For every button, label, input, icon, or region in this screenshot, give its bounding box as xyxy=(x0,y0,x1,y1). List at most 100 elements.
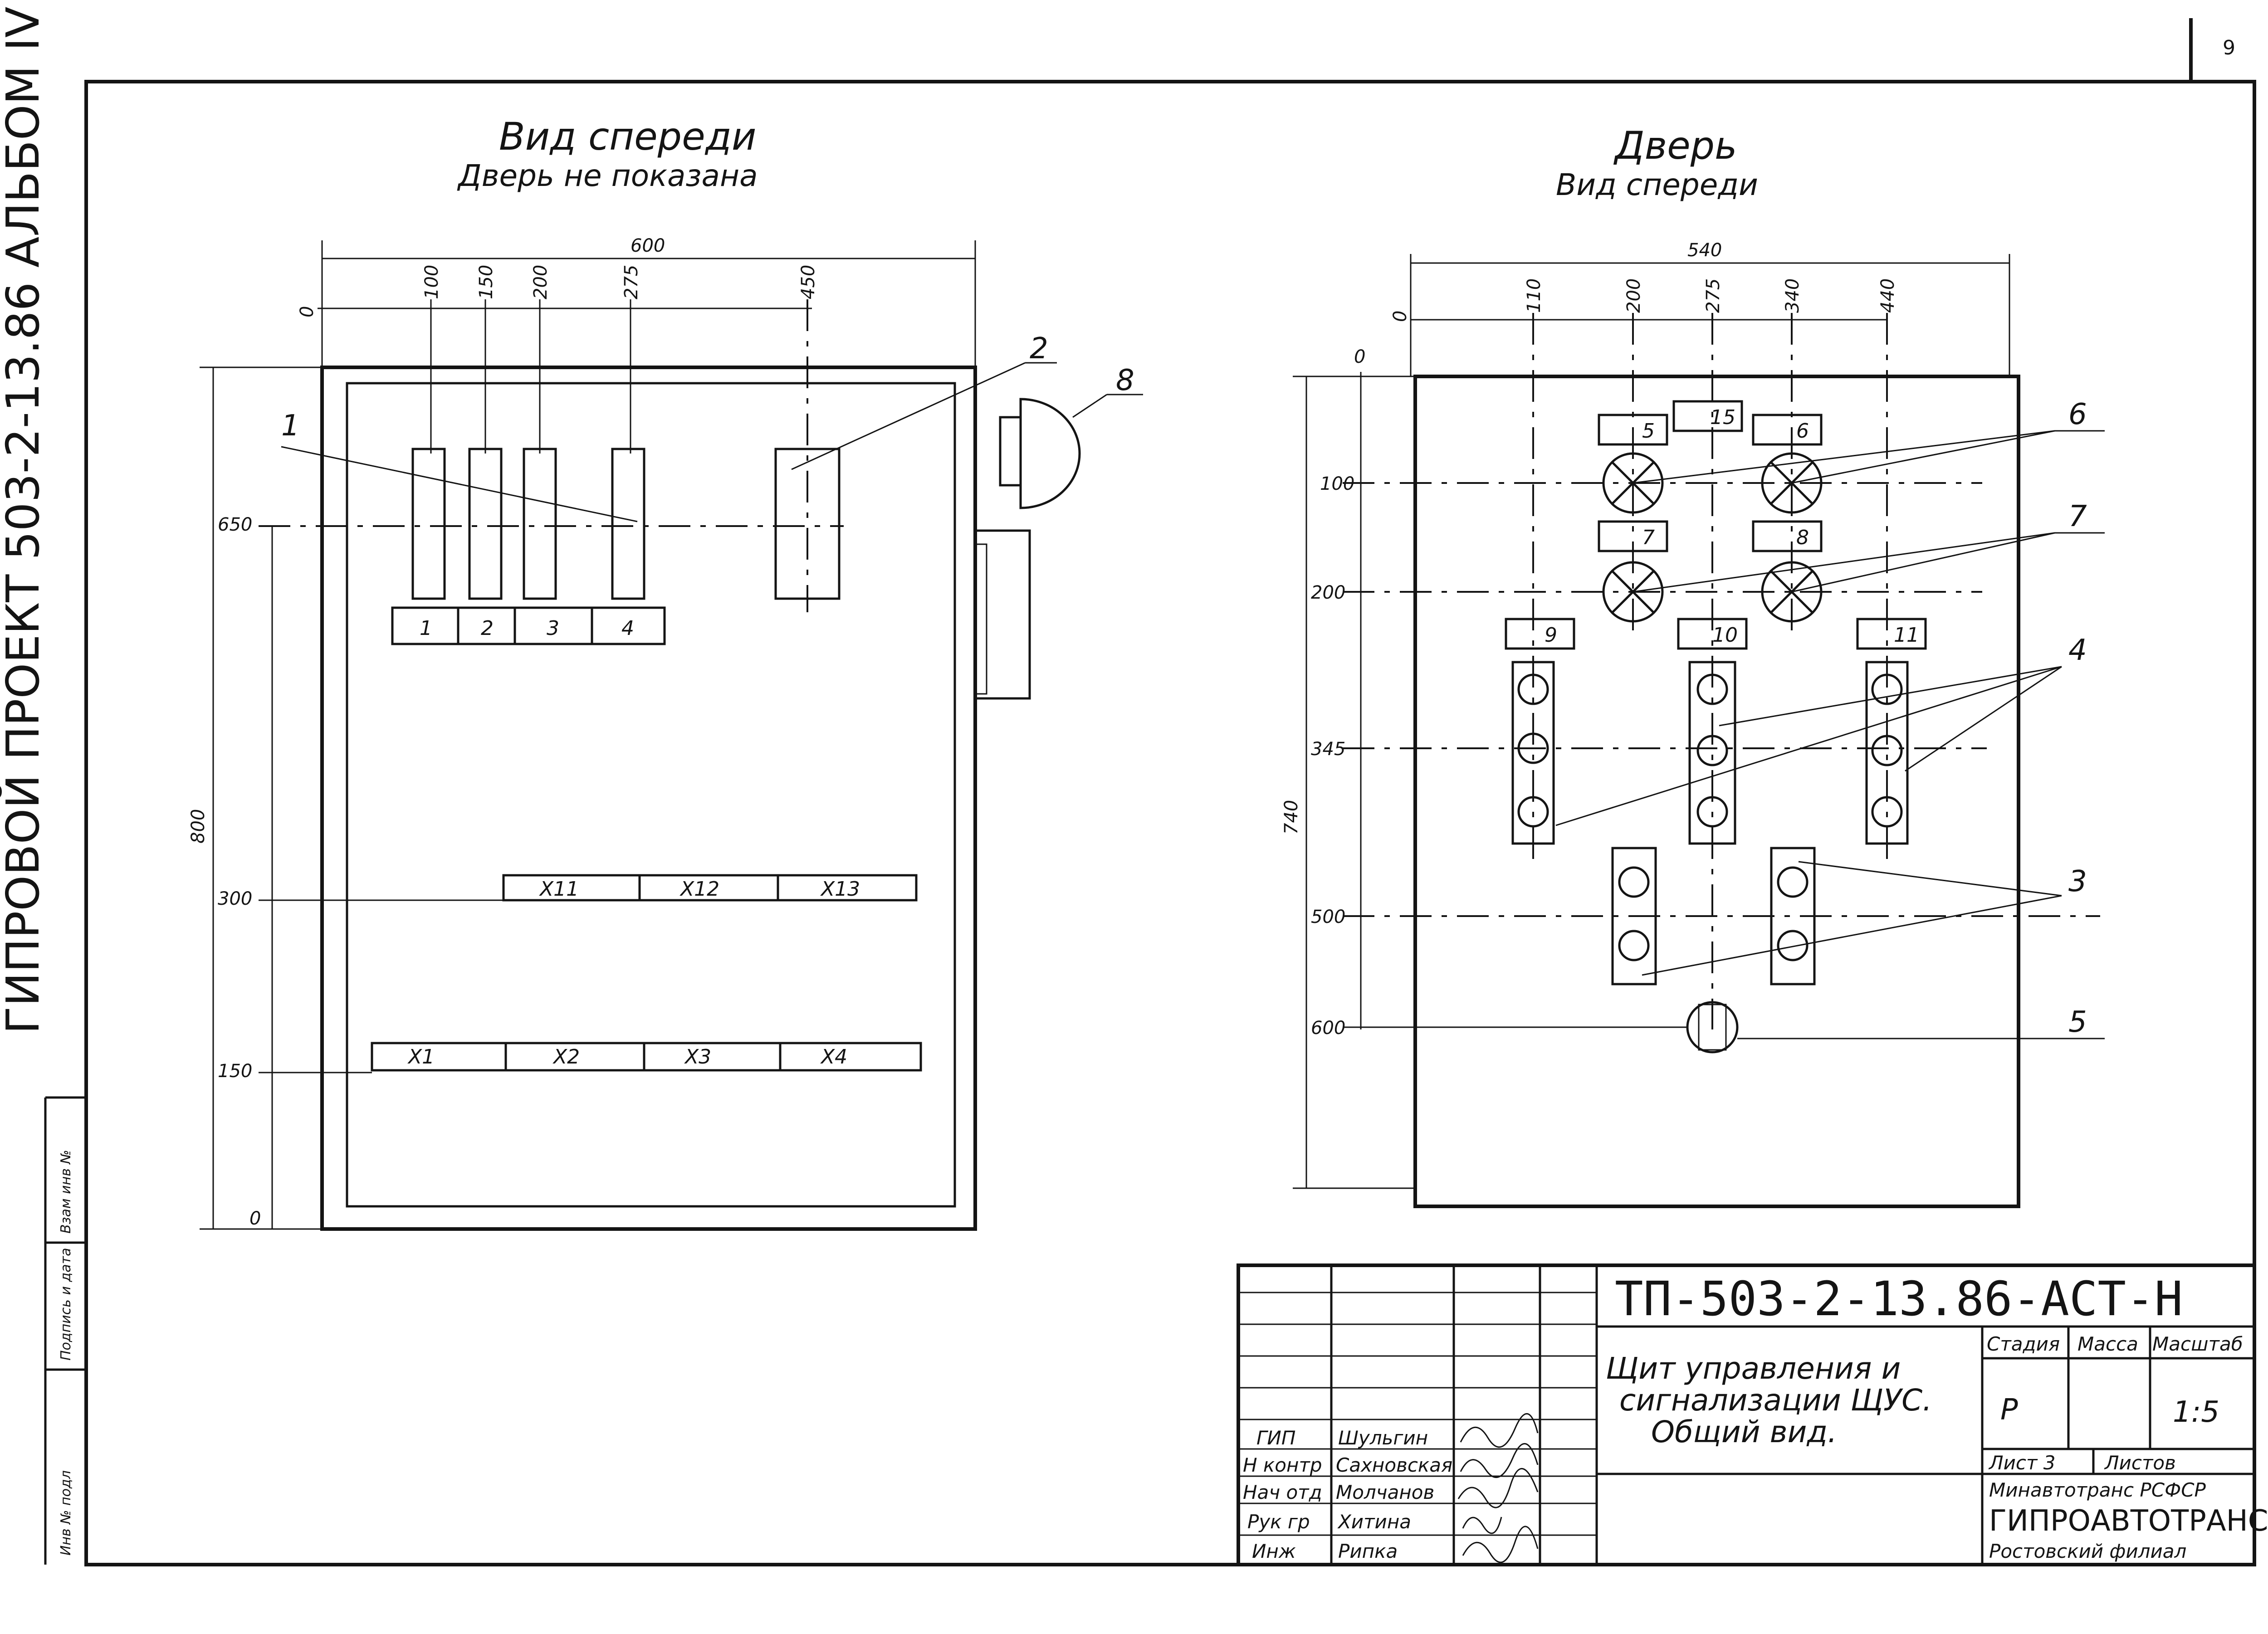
device-label-1: 1 xyxy=(420,617,432,640)
stage-value: Р xyxy=(2000,1393,2018,1427)
sheet-number: Лист 3 xyxy=(1988,1452,2056,1474)
door-tag-9 xyxy=(1505,618,1575,650)
door-button-station-2 xyxy=(1688,661,1736,845)
front-view: Вид спереди Дверь не показана 600 0 100 … xyxy=(188,114,1143,1231)
front-view-subtitle: Дверь не показана xyxy=(457,158,758,193)
front-dim-275: 275 xyxy=(621,265,642,299)
name-gip: Шульгин xyxy=(1338,1427,1428,1449)
door-tag-10 xyxy=(1677,618,1748,650)
title-block: ГИП Шульгин Н контр Сахновская Нач отд М… xyxy=(1237,1263,2268,1566)
door-tag-7 xyxy=(1598,520,1668,552)
door-dim-200: 200 xyxy=(1311,582,1345,603)
lamp-mount xyxy=(999,416,1022,487)
front-dim-100: 100 xyxy=(421,265,442,299)
door-tag-6 xyxy=(1752,414,1823,446)
door-button-station-4 xyxy=(1611,847,1657,985)
door-tag-7-label: 7 xyxy=(1642,526,1655,549)
door-outline xyxy=(1413,375,2020,1208)
door-dim-top-origin: 0 xyxy=(1390,311,1411,322)
role-nkontr: Н контр xyxy=(1243,1454,1322,1476)
door-callout-5: 5 xyxy=(2068,1005,2087,1039)
device-label-4: 4 xyxy=(621,617,634,640)
header-stage: Стадия xyxy=(1987,1333,2060,1355)
front-dim-150: 150 xyxy=(476,265,497,299)
terminal-row-lower xyxy=(371,1042,922,1072)
org-ministry: Минавтотранс РСФСР xyxy=(1989,1479,2206,1501)
terminal-X3: X3 xyxy=(684,1045,711,1068)
door-tag-15-label: 15 xyxy=(1710,406,1735,429)
door-callout-4: 4 xyxy=(2068,634,2087,667)
terminal-X4: X4 xyxy=(820,1045,847,1068)
org-main: ГИПРОАВТОТРАНС xyxy=(1989,1504,2268,1538)
front-dim-origin: 0 xyxy=(297,306,318,317)
door-tag-8-label: 8 xyxy=(1796,526,1809,549)
front-callout-1: 1 xyxy=(281,409,300,443)
door-tag-6-label: 6 xyxy=(1796,419,1809,443)
door-dim-100: 100 xyxy=(1320,473,1354,494)
description-line-2: сигнализации ЩУС. xyxy=(1619,1383,1932,1418)
role-rukgr: Рук гр xyxy=(1247,1511,1310,1533)
front-dim-200: 200 xyxy=(530,265,551,299)
door-tag-9-label: 9 xyxy=(1545,624,1557,647)
door-dim-740: 740 xyxy=(1281,800,1302,834)
name-rukgr: Хитина xyxy=(1337,1511,1411,1533)
signal-lamp xyxy=(1019,398,1081,509)
device-3 xyxy=(523,448,557,600)
door-button-station-5 xyxy=(1770,847,1816,985)
header-scale: Масштаб xyxy=(2152,1333,2243,1355)
device-1 xyxy=(411,448,446,600)
device-right xyxy=(774,448,841,600)
door-dim-200: 200 xyxy=(1623,278,1644,313)
door-tag-11-label: 11 xyxy=(1894,624,1919,647)
sheet-frame xyxy=(84,80,2256,1566)
role-gip: ГИП xyxy=(1256,1427,1295,1449)
door-callout-3: 3 xyxy=(2068,865,2087,898)
device-label-2: 2 xyxy=(481,617,494,640)
front-callout-8: 8 xyxy=(1116,364,1134,397)
door-tag-15 xyxy=(1672,400,1743,432)
terminal-row-upper xyxy=(502,874,918,902)
door-dim-275: 275 xyxy=(1703,278,1724,313)
margin-cell-2: Подпись и дата xyxy=(58,1248,74,1361)
page-number: 9 xyxy=(2223,36,2235,59)
door-callout-7: 7 xyxy=(2068,500,2087,533)
signature-scribble xyxy=(1460,1413,1539,1448)
front-view-title: Вид спереди xyxy=(499,114,756,159)
margin-cell-3: Инв № подл xyxy=(58,1470,74,1556)
door-button-station-1 xyxy=(1511,661,1555,845)
door-callout-6: 6 xyxy=(2068,398,2087,431)
front-dim-300: 300 xyxy=(218,888,252,909)
door-dim-345: 345 xyxy=(1311,739,1345,760)
terminal-X2: X2 xyxy=(552,1045,580,1068)
door-dim-600: 600 xyxy=(1311,1018,1345,1039)
door-tag-5-label: 5 xyxy=(1642,419,1655,443)
role-nachotd: Нач отд xyxy=(1243,1481,1322,1503)
door-view-title: Дверь xyxy=(1613,123,1737,168)
front-callout-2: 2 xyxy=(1030,332,1048,366)
door-dim-340: 340 xyxy=(1782,278,1803,313)
side-box xyxy=(974,529,1031,700)
front-dim-0: 0 xyxy=(249,1208,261,1229)
device-label-strip xyxy=(391,606,666,645)
door-lock xyxy=(1686,1001,1739,1054)
description-line-1: Щит управления и xyxy=(1606,1351,1901,1386)
door-view: Дверь Вид спереди 540 0 110 200 275 340 … xyxy=(1281,123,2105,1208)
terminal-X13: X13 xyxy=(820,878,860,901)
terminal-X11: X11 xyxy=(539,878,579,901)
door-tag-10-label: 10 xyxy=(1712,624,1738,647)
name-nkontr: Сахновская xyxy=(1336,1454,1452,1476)
device-2 xyxy=(468,448,503,600)
door-view-subtitle: Вид спереди xyxy=(1556,167,1758,202)
door-dim-left-origin: 0 xyxy=(1354,346,1365,367)
cabinet-outline xyxy=(320,366,977,1231)
cabinet-inner xyxy=(346,382,956,1208)
front-dim-overall: 600 xyxy=(631,235,665,256)
margin-cell-1: Взам инв № xyxy=(58,1150,74,1234)
door-dim-110: 110 xyxy=(1524,278,1545,313)
scale-value: 1:5 xyxy=(2173,1395,2219,1429)
device-label-3: 3 xyxy=(547,617,559,640)
door-button-station-3 xyxy=(1865,661,1909,845)
door-tag-8 xyxy=(1752,520,1823,552)
terminal-X12: X12 xyxy=(679,878,719,901)
